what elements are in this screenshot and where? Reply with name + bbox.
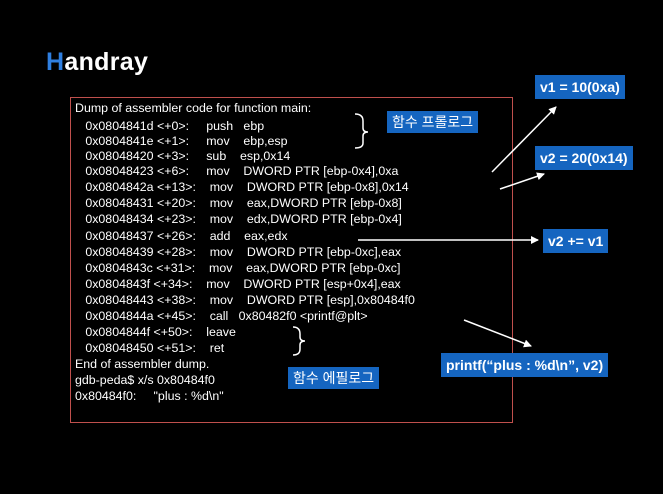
terminal-line: 0x0804841e <+1>: mov ebp,esp [75, 134, 288, 148]
terminal-line: 0x08048437 <+26>: add eax,edx [75, 229, 288, 243]
v2-arrow [499, 172, 545, 190]
v2-add-callout: v2 += v1 [543, 229, 609, 253]
terminal-line: 0x0804842a <+13>: mov DWORD PTR [ebp-0x8… [75, 180, 409, 194]
v1-callout: v1 = 10(0xa) [535, 75, 625, 99]
terminal-line: 0x0804844f <+50>: leave [75, 325, 236, 339]
terminal-line: 0x08048443 <+38>: mov DWORD PTR [esp],0x… [75, 293, 415, 307]
terminal-frame [70, 97, 513, 423]
v1-arrow [491, 106, 557, 173]
terminal-line: 0x0804843f <+34>: mov DWORD PTR [esp+0x4… [75, 277, 401, 291]
title-rest: andray [64, 48, 149, 76]
v2-callout: v2 = 20(0x14) [535, 146, 633, 170]
prologue-callout: 함수 프롤로그 [387, 111, 479, 133]
terminal-line: 0x0804844a <+45>: call 0x80482f0 <printf… [75, 309, 368, 323]
terminal-line: 0x08048439 <+28>: mov DWORD PTR [ebp-0xc… [75, 245, 402, 259]
terminal-line: 0x08048420 <+3>: sub esp,0x14 [75, 149, 291, 163]
terminal-line: 0x08048434 <+23>: mov edx,DWORD PTR [ebp… [75, 212, 402, 226]
title-first-letter: H [46, 48, 65, 76]
terminal-line: 0x80484f0: "plus : %d\n" [75, 389, 224, 403]
prologue-brace [354, 113, 369, 149]
terminal-line: 0x08048431 <+20>: mov eax,DWORD PTR [ebp… [75, 196, 402, 210]
terminal-line: 0x08048450 <+51>: ret [75, 341, 225, 355]
page-title: Handray [46, 48, 148, 77]
epilogue-brace [292, 326, 306, 356]
printf-callout: printf(“plus : %d\n”, v2) [441, 353, 609, 377]
terminal-line: End of assembler dump. [75, 357, 210, 371]
terminal-line: 0x0804841d <+0>: push ebp [75, 119, 265, 133]
terminal-line: gdb-peda$ x/s 0x80484f0 [75, 373, 215, 387]
printf-arrow [463, 319, 532, 348]
terminal-line: Dump of assembler code for function main… [75, 101, 312, 115]
terminal-line: 0x08048423 <+6>: mov DWORD PTR [ebp-0x4]… [75, 164, 399, 178]
epilogue-callout: 함수 에필로그 [288, 367, 380, 389]
terminal-line: 0x0804843c <+31>: mov eax,DWORD PTR [ebp… [75, 261, 401, 275]
